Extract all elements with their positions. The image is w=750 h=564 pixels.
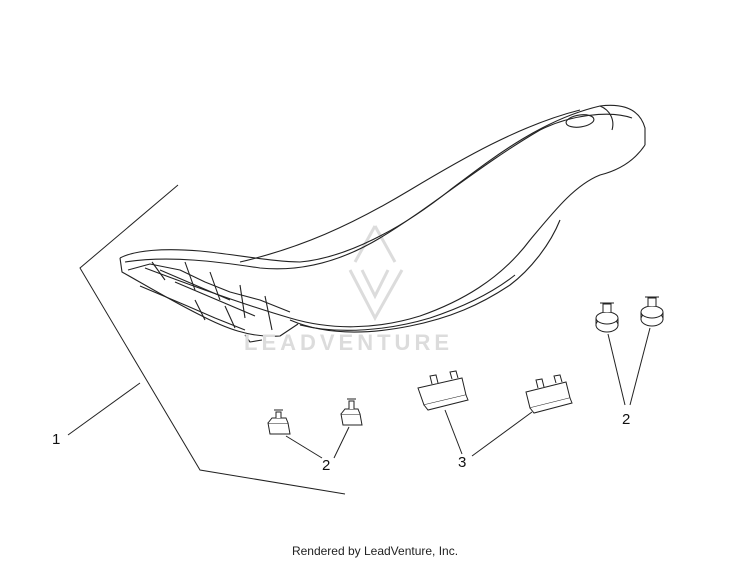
- watermark-logo-icon: [348, 225, 404, 322]
- callout-label-seat-assembly: 1: [52, 431, 61, 448]
- callout-label-mid-bracket-pair: 3: [458, 454, 467, 471]
- mid-bracket-pair: [417, 370, 573, 414]
- seat-outline: [119, 104, 646, 343]
- mid-bracket-left: [417, 370, 469, 411]
- front-bumper-right: [340, 398, 363, 426]
- callout-leader-seat: [67, 382, 141, 436]
- watermark-text: LEADVENTURE: [244, 330, 454, 355]
- front-bumper-pair: [267, 398, 363, 435]
- mid-bracket-right: [525, 374, 573, 414]
- callout-leader-front-pair: [285, 426, 350, 459]
- rear-bumper-left: [595, 302, 619, 333]
- callout-label-rear-bumper-pair: 2: [622, 411, 631, 428]
- front-bumper-left: [267, 409, 291, 435]
- assembly-bracket: [79, 184, 346, 495]
- rear-bumper-right: [640, 296, 664, 327]
- rear-bumper-pair: [595, 296, 664, 333]
- render-credit: Rendered by LeadVenture, Inc.: [291, 544, 459, 558]
- callout-label-front-bumper-pair: 2: [322, 457, 331, 474]
- callout-leader-rear-pair: [607, 327, 651, 406]
- callout-leader-mid-pair: [444, 409, 533, 457]
